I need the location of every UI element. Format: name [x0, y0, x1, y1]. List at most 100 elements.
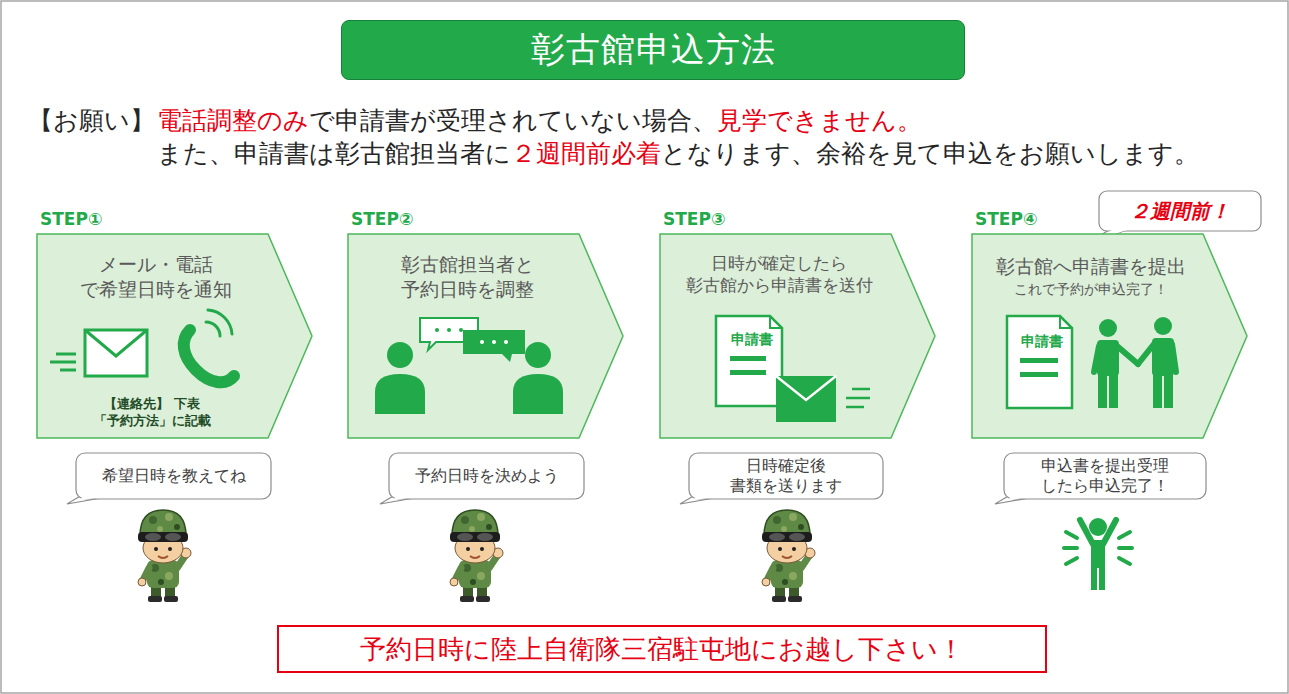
illustration-part [184, 330, 234, 382]
step-box-outline [347, 208, 627, 440]
notice-label: 【お願い】 [28, 104, 155, 137]
illustration-part [85, 330, 147, 376]
title-text: 彰古館申込方法 [531, 27, 776, 73]
illustration-part [1094, 346, 1099, 372]
shape-part [278, 626, 1046, 672]
shape-part [37, 234, 312, 438]
illustration-part [1154, 317, 1172, 335]
illustration-part [1164, 374, 1173, 408]
illustration-part [1091, 540, 1105, 568]
speech-bubble: 申込書を提出受理 したら申込完了！ [1003, 452, 1207, 500]
illustration-part [1091, 566, 1097, 590]
bubble-text: 予約日時を決めよう [388, 452, 585, 500]
submit-icon [1007, 316, 1176, 408]
illustration-part [480, 340, 484, 344]
illustration-part [60, 369, 76, 372]
deadline-text: ２週間前！ [1098, 190, 1262, 232]
shape-part [348, 234, 623, 438]
illustration-part [447, 328, 451, 332]
illustration-part [85, 330, 147, 356]
shape-part [972, 234, 1247, 438]
illustration-part [1066, 558, 1077, 564]
shape-part [1084, 228, 1132, 246]
illustration-part [435, 328, 439, 332]
soldier-figure [762, 510, 815, 602]
shape-part [995, 492, 1029, 504]
shape-part [1004, 453, 1206, 499]
bubble-text: 希望日時を教えてね [75, 452, 272, 500]
illustration-part [846, 406, 864, 409]
illustration-part [776, 376, 836, 400]
step-text: メール・電話 で希望日時を通知 [44, 252, 268, 301]
illustration-part [1098, 374, 1107, 408]
illustration-part [1066, 532, 1077, 538]
illustration-part [375, 374, 425, 414]
illustration-part [730, 356, 766, 361]
illustration-part [1020, 372, 1058, 377]
illustration-part [1117, 346, 1138, 364]
step-box-outline [659, 208, 939, 440]
shape-part [660, 234, 935, 438]
illustration-part [1119, 558, 1130, 564]
form-label: 申請書 [731, 331, 773, 349]
shape-part [67, 492, 101, 504]
label-row: また、申請書は彰古館担当者に２週間前必着となります、余裕を見て申込をお願いします… [157, 137, 1199, 170]
step-label: STEP① [40, 208, 160, 230]
shape-part [71, 496, 100, 502]
illustration-part [208, 310, 232, 334]
illustration-part [776, 376, 836, 422]
step-label: STEP③ [663, 208, 783, 230]
shape-part [1099, 191, 1261, 231]
illustration-part [1119, 532, 1130, 538]
illustration-part [1060, 316, 1072, 328]
illustration-part [852, 388, 870, 391]
shape-part [384, 496, 413, 502]
speech-bubble: 予約日時を決めよう [388, 452, 585, 500]
shape-part [680, 492, 714, 504]
label-row: 電話調整のみで申請書が受理されていない場合、見学できません。 [157, 104, 922, 137]
illustration-part [1172, 344, 1176, 372]
bubble-text: 申込書を提出受理 したら申込完了！ [1003, 452, 1207, 500]
illustration-part [56, 353, 76, 356]
form-label: 申請書 [1021, 333, 1063, 351]
label-row: 【お願い】 [28, 104, 155, 137]
step-label: STEP② [351, 208, 471, 230]
contact-note: 【連絡先】 下表「予約方法」に記載 [67, 396, 237, 430]
phone-icon [184, 310, 234, 382]
notice-label: で申請書が受理されていない場合、 [309, 104, 717, 137]
notice-label: ２週間前必着 [511, 137, 661, 170]
illustration-part [1153, 374, 1162, 408]
step-box: STEP②彰古館担当者と 予約日時を調整 [347, 208, 627, 440]
notice-text: 予約日時に陸上自衛隊三宿駐屯地にお越し下さい！ [277, 625, 1047, 673]
shape-part [380, 492, 414, 504]
mail-icon [50, 330, 147, 376]
notice-label: となります、余裕を見て申込をお願いします。 [661, 137, 1199, 170]
step-box: STEP③日時が確定したら 彰古館から申請書を送付 [659, 208, 939, 440]
soldier-figure [138, 510, 191, 602]
celebrate-figure [1064, 518, 1132, 590]
step-box: STEP④彰古館へ申請書を提出これで予約が申込完了！ [971, 208, 1251, 440]
illustration-part [513, 374, 563, 414]
notice-label: 見学できません。 [717, 104, 922, 137]
shape-part [684, 496, 713, 502]
illustration-part [1089, 518, 1107, 536]
speech-bubble: 日時確定後 書類を送ります [688, 452, 884, 500]
form-mail-icon [716, 316, 870, 422]
shape-part [76, 453, 271, 499]
shape-part [1090, 229, 1130, 242]
notice-box: 予約日時に陸上自衛隊三宿駐屯地にお越し下さい！ [277, 625, 1047, 673]
soldier-figure [450, 510, 503, 602]
illustration-part [504, 340, 508, 344]
illustration-part [1099, 319, 1117, 337]
illustration-part [492, 340, 496, 344]
label-row: 申請書 [731, 331, 773, 349]
illustration-part [730, 370, 766, 375]
bubble-text: 日時確定後 書類を送ります [688, 452, 884, 500]
illustration-part [206, 322, 220, 336]
illustration-part [463, 330, 525, 362]
illustration-part [770, 316, 782, 328]
talk-icon [375, 318, 563, 414]
illustration-part [846, 397, 870, 400]
